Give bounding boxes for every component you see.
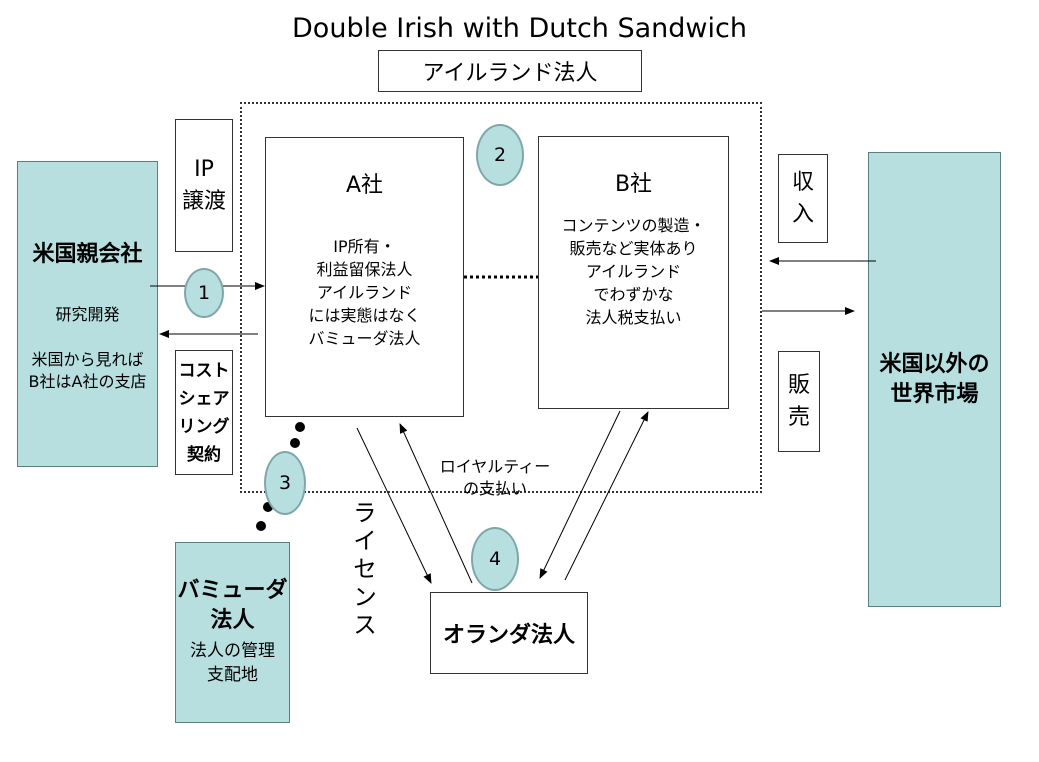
royalty-payment-label: ロイヤルティー の支払い	[439, 457, 551, 498]
arrow-netherlands-to-a	[399, 423, 473, 584]
sales-label: 販 売	[778, 351, 820, 452]
cost-sharing-label: コスト シェア リング 契約	[175, 350, 233, 475]
license-label: ライセンス	[348, 500, 377, 640]
arrow-a-to-netherlands	[356, 427, 432, 584]
bermuda-corporation: バミューダ 法人 法人の管理 支配地	[175, 542, 290, 723]
us-parent-title: 米国親会社	[32, 242, 143, 267]
company-b: B社 コンテンツの製造・ 販売など実体あり アイルランド でわずかな 法人税支払…	[538, 136, 729, 409]
arrow-netherlands-to-b	[564, 411, 649, 581]
marker-2: 2	[476, 124, 524, 186]
world-market: 米国以外の 世界市場	[868, 152, 1001, 607]
revenue-label: 収 入	[778, 154, 828, 243]
ireland-boundary	[240, 102, 762, 493]
us-parent-rd: 研究開発	[55, 305, 120, 324]
company-a-title: A社	[345, 173, 384, 198]
ireland-corporation-label: アイルランド法人	[378, 50, 642, 92]
marker-4: 4	[471, 527, 519, 591]
bermuda-title: バミューダ 法人	[177, 578, 288, 633]
arrow-b-to-netherlands	[539, 410, 621, 579]
company-b-description: コンテンツの製造・ 販売など実体あり アイルランド でわずかな 法人税支払い	[561, 215, 706, 327]
marker-1: 1	[184, 268, 224, 318]
bermuda-link-dot	[256, 521, 266, 531]
ip-transfer-label: IP 譲渡	[175, 119, 233, 252]
us-parent-company: 米国親会社 研究開発 米国から見れば B社はA社の支店	[17, 161, 158, 467]
company-a: A社 IP所有・ 利益留保法人 アイルランド には実態はなく バミューダ法人	[265, 137, 464, 417]
us-parent-note: 米国から見れば B社はA社の支店	[28, 350, 147, 391]
marker-3: 3	[264, 451, 306, 515]
company-a-description: IP所有・ 利益留保法人 アイルランド には実態はなく バミューダ法人	[308, 236, 421, 348]
bermuda-description: 法人の管理 支配地	[190, 641, 275, 685]
netherlands-corporation: オランダ法人	[430, 592, 588, 674]
bermuda-link-dot	[290, 438, 300, 448]
bermuda-link-dot	[295, 422, 305, 432]
diagram-title: Double Irish with Dutch Sandwich	[292, 12, 747, 44]
company-b-title: B社	[614, 172, 653, 197]
